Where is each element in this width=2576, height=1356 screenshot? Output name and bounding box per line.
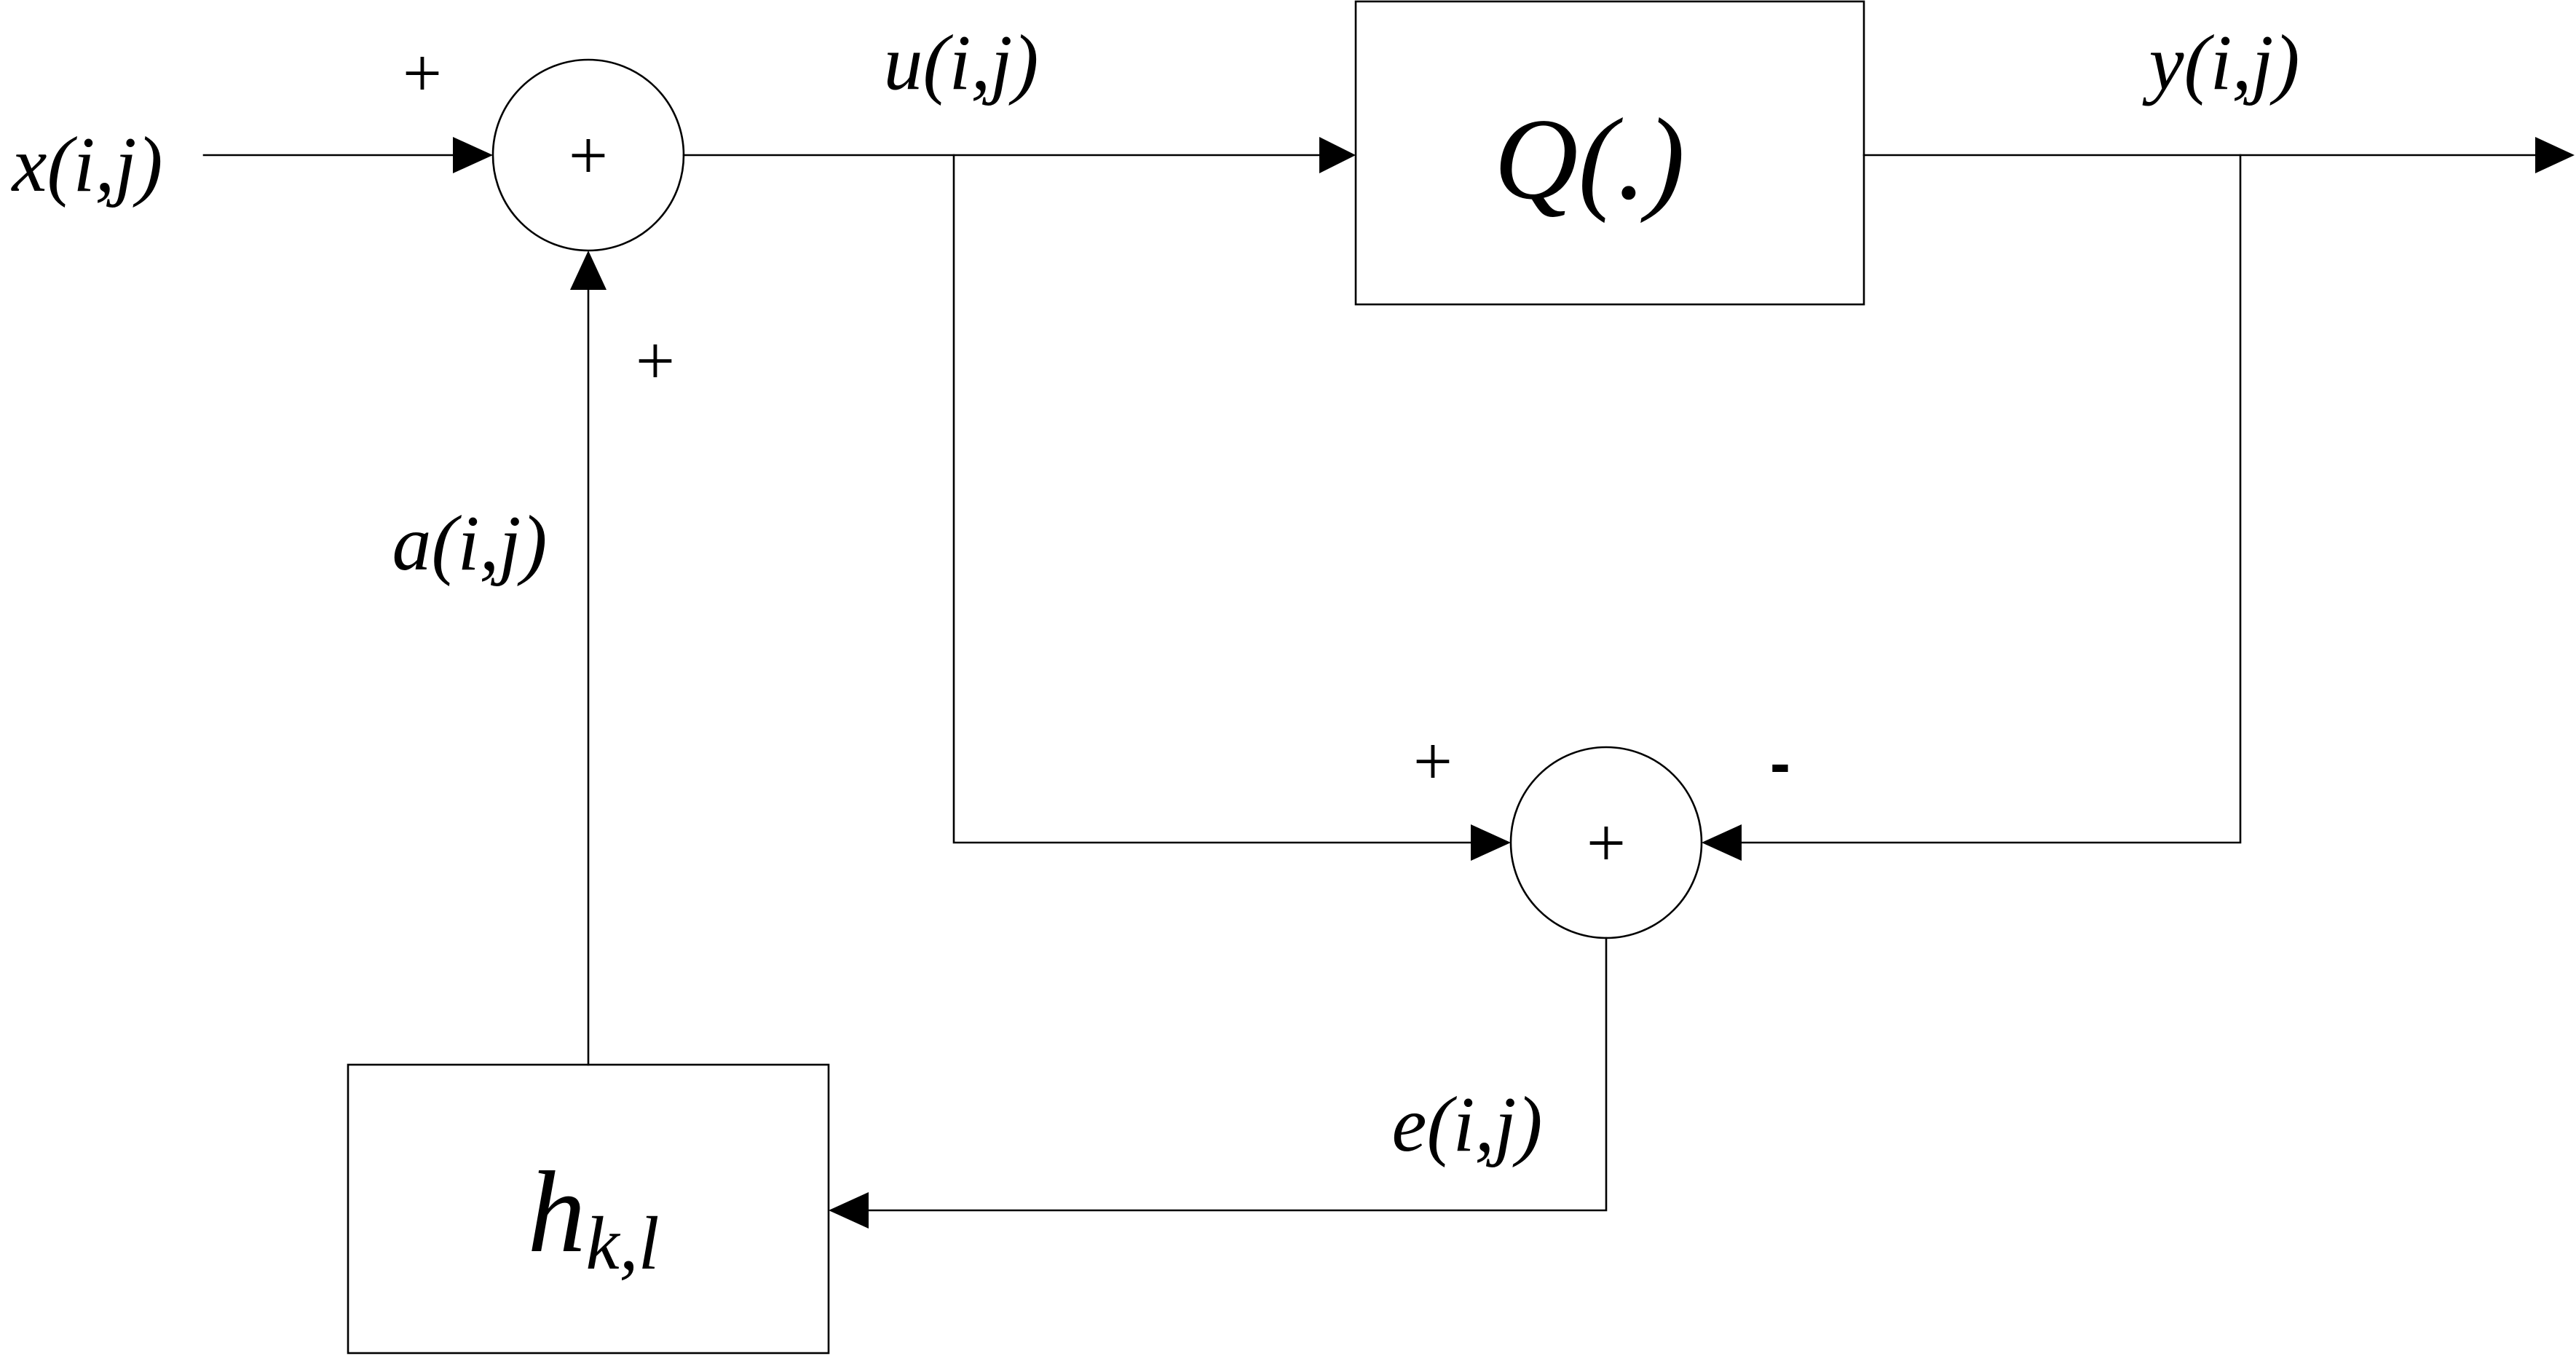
sign-bottom-u: + [1413,722,1453,800]
arrowhead-error [829,1192,869,1229]
wire-y-branch [1740,154,2242,844]
arrowhead-u-to-quantizer [1319,137,1356,173]
arrowhead-feedback-a [570,251,607,290]
bottom-junction-symbol: + [1587,804,1626,882]
signal-label-x: x(i,j) [11,122,163,208]
filter-label-base: h [527,1147,585,1277]
signal-label-y: y(i,j) [2142,20,2300,106]
wire-error [860,937,1608,1212]
top-junction-symbol: + [569,117,608,194]
sign-bottom-y: - [1770,729,1790,797]
arrowhead-y-branch [1702,824,1742,861]
arrowhead-y-output [2535,137,2575,173]
signal-label-a: a(i,j) [392,500,548,587]
quantizer-label: Q(.) [1494,94,1685,224]
sign-top-feedback: + [636,322,675,400]
signal-label-e: e(i,j) [1392,1081,1543,1168]
filter-label: hk,l [527,1147,659,1285]
signal-label-u: u(i,j) [884,20,1039,106]
filter-label-subscript: k,l [585,1202,659,1285]
sign-top-input: + [403,34,442,112]
wire-u-branch [952,154,1472,844]
arrowhead-input-x [453,137,493,173]
quantizer-block [1354,0,1865,306]
arrowhead-u-branch [1471,824,1511,861]
